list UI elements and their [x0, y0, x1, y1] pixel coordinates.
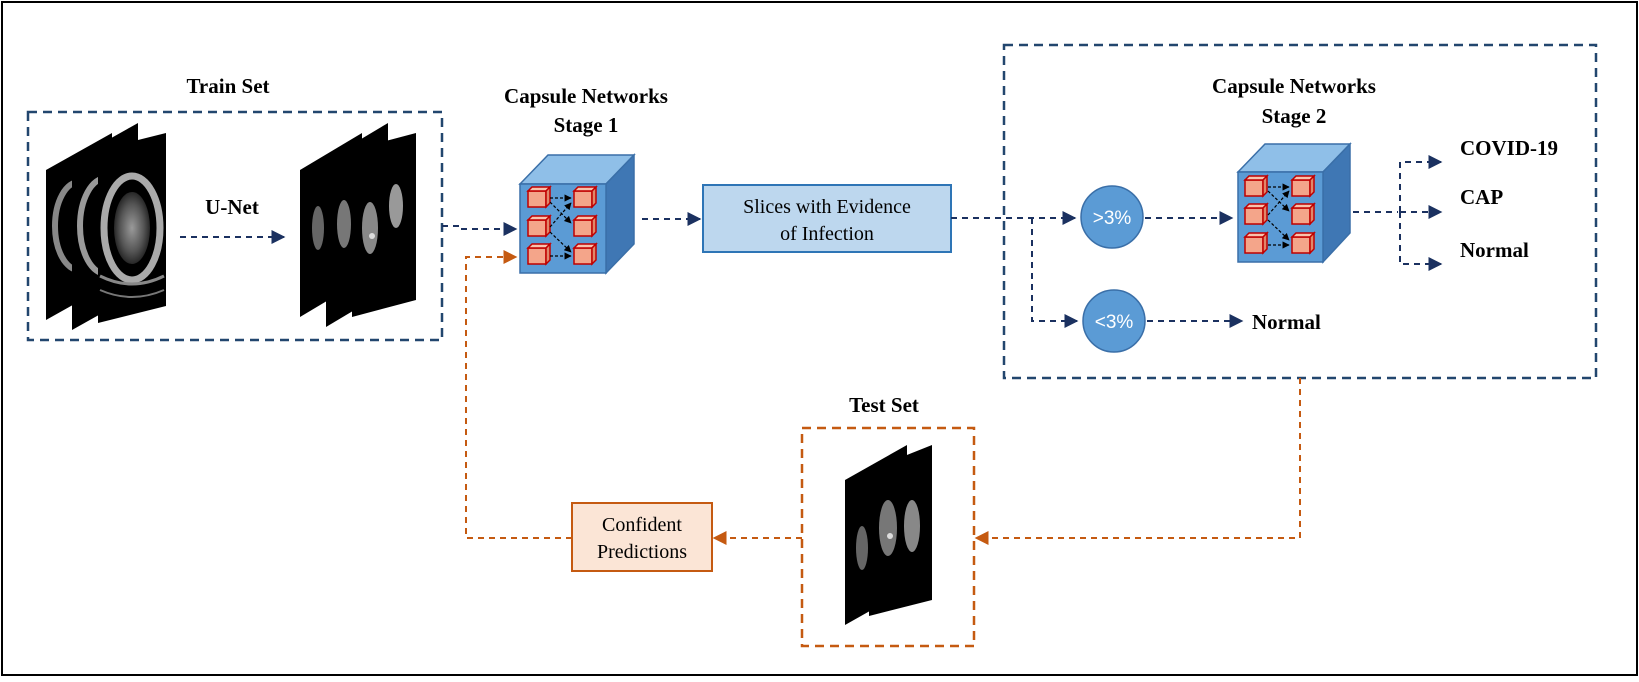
confident-predictions-box: [571, 502, 713, 572]
output-cap-label: CAP: [1460, 185, 1503, 209]
lt3-label: <3%: [1095, 312, 1134, 333]
confident-line2: Predictions: [597, 541, 687, 563]
gt3-label: >3%: [1093, 208, 1132, 229]
stage2-title-line1: Capsule Networks: [1212, 74, 1376, 98]
ct-slice-front: [98, 133, 166, 323]
unet-label: U-Net: [205, 195, 259, 219]
stage2-title-line2: Stage 2: [1262, 104, 1327, 128]
confident-line1: Confident: [602, 514, 682, 536]
slices-to-lt3-arrow: [1031, 218, 1079, 328]
output-normal-label: Normal: [1460, 238, 1529, 262]
gt3-circle: [1080, 185, 1144, 249]
slices-line1: Slices with Evidence: [743, 196, 911, 218]
lt3-normal-label: Normal: [1252, 310, 1321, 334]
test-set-title: Test Set: [849, 393, 919, 417]
output-covid-label: COVID-19: [1460, 136, 1558, 160]
stage1-title-line2: Stage 1: [554, 113, 619, 137]
slices-evidence-box: [702, 184, 952, 253]
lt3-circle: [1082, 289, 1146, 353]
lung-mask-slice-icon: [300, 123, 416, 327]
capsule-cube-icon: [1236, 142, 1352, 264]
train-set-title: Train Set: [186, 74, 269, 98]
slices-line2: of Infection: [780, 223, 874, 245]
stage2-to-test-arrow: [974, 378, 1301, 545]
ct-scan-slice-icon: [46, 123, 166, 330]
mask-slice-front: [352, 133, 416, 317]
confident-to-stage1-arrow: [465, 250, 572, 539]
stage2-output-arrows: [1353, 155, 1443, 271]
train-to-stage1-arrow: [442, 222, 518, 236]
stage1-title-line1: Capsule Networks: [504, 84, 668, 108]
lung-mask-slice-icon: [845, 445, 932, 625]
capsule-cube-icon: [518, 153, 636, 275]
